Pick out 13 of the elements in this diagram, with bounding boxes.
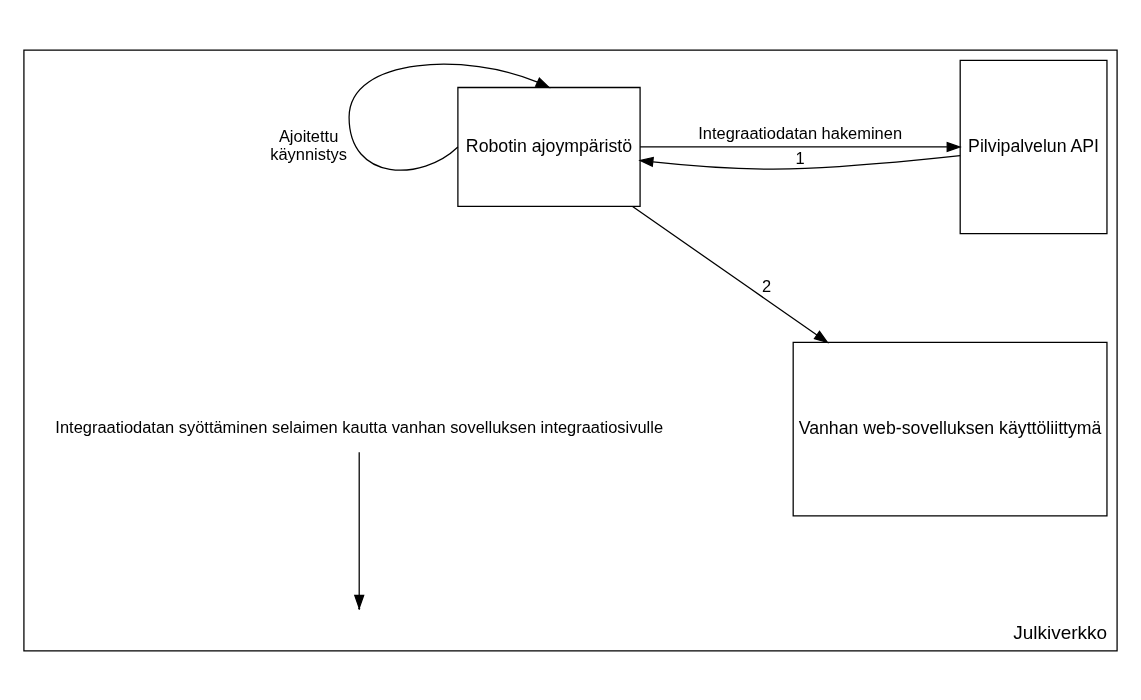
arrow <box>638 154 961 170</box>
arrow <box>353 451 365 610</box>
edge-label: Ajoitettu käynnistys <box>270 126 347 163</box>
arrow <box>348 63 551 171</box>
node-box: Robotin ajoympäristö <box>457 86 641 207</box>
node-box: Pilvipalvelun API <box>959 59 1108 234</box>
edge-label: 2 <box>762 276 772 295</box>
node-box: Vanhan web-sovelluksen käyttöliittymä <box>792 341 1108 516</box>
edge-label: 1 <box>795 148 805 167</box>
arrow <box>631 205 829 343</box>
edge-label: Integraatiodatan hakeminen <box>698 123 903 142</box>
node-text: Integraatiodatan syöttäminen selaimen kautta vanhan sovelluksen integraatiosivulle <box>55 417 664 436</box>
arrow <box>639 141 962 152</box>
